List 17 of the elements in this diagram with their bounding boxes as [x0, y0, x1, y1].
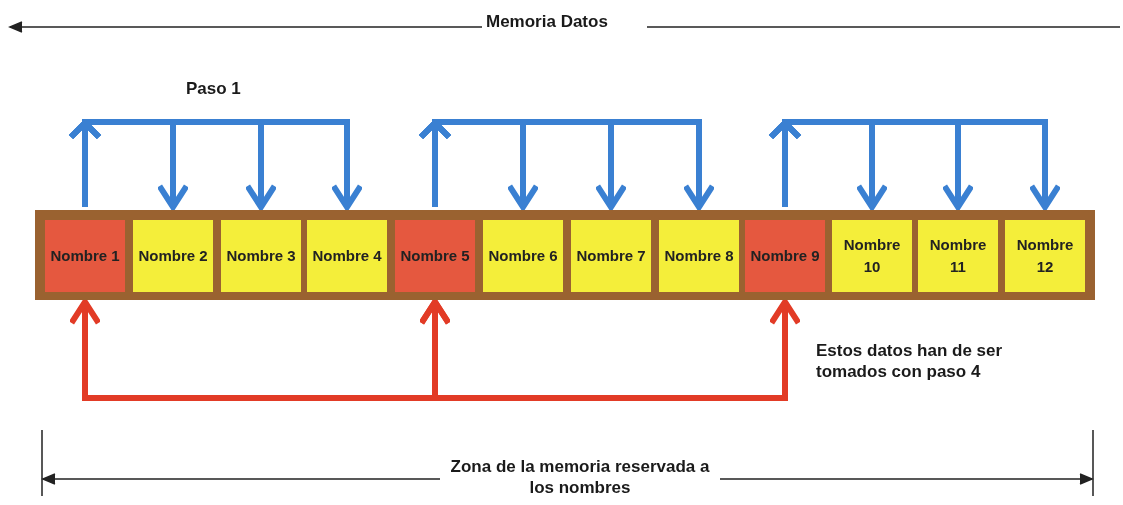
memory-cell: Nombre 10: [832, 220, 912, 292]
memory-cell: Nombre 4: [307, 220, 387, 292]
arrow: [768, 118, 1062, 210]
memory-cell: Nombre 1: [45, 220, 125, 292]
memory-cell: Nombre 8: [659, 220, 739, 292]
memory-cell: Nombre 2: [133, 220, 213, 292]
arrow: [418, 299, 802, 401]
arrow: [418, 118, 716, 210]
arrow: [68, 118, 364, 210]
memory-cell: Nombre 11: [918, 220, 998, 292]
memory-cell: Nombre 9: [745, 220, 825, 292]
memory-cell: Nombre 5: [395, 220, 475, 292]
memory-bar: [35, 210, 1095, 300]
memory-cell: Nombre 6: [483, 220, 563, 292]
memory-cell: Nombre 12: [1005, 220, 1085, 292]
memory-cell: Nombre 7: [571, 220, 651, 292]
memory-cell: Nombre 3: [221, 220, 301, 292]
